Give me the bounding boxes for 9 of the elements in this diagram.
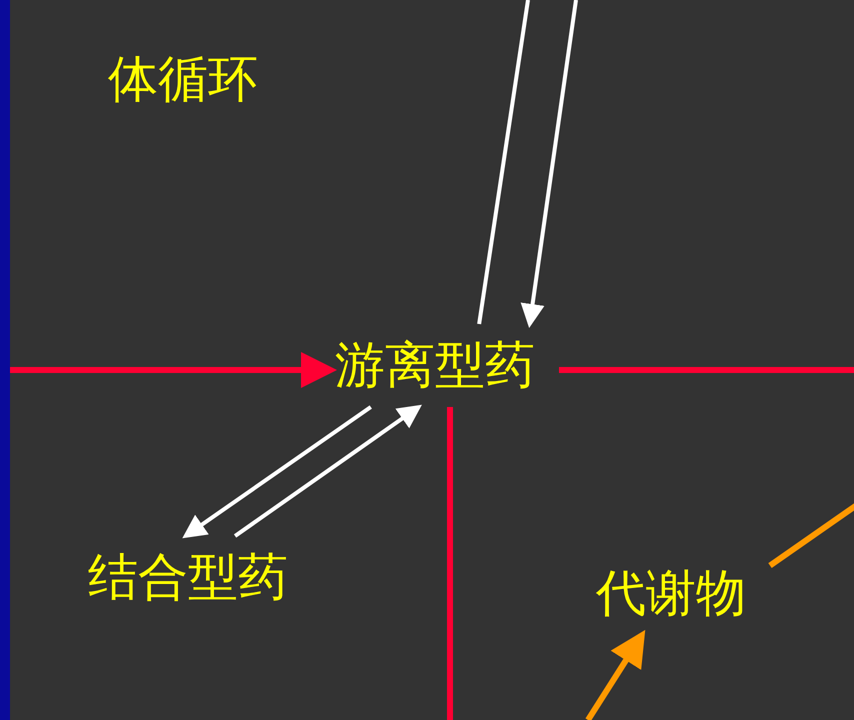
- node-label: 结合型药: [88, 550, 288, 605]
- arrow: [234, 404, 422, 538]
- region-title: 体循环: [108, 52, 258, 107]
- node-label: 代谢物: [596, 566, 746, 621]
- node-label: 游离型药: [335, 338, 535, 393]
- arrow: [182, 405, 372, 538]
- arrow: [585, 630, 646, 720]
- arrow: [520, 0, 578, 328]
- arrow: [10, 352, 337, 388]
